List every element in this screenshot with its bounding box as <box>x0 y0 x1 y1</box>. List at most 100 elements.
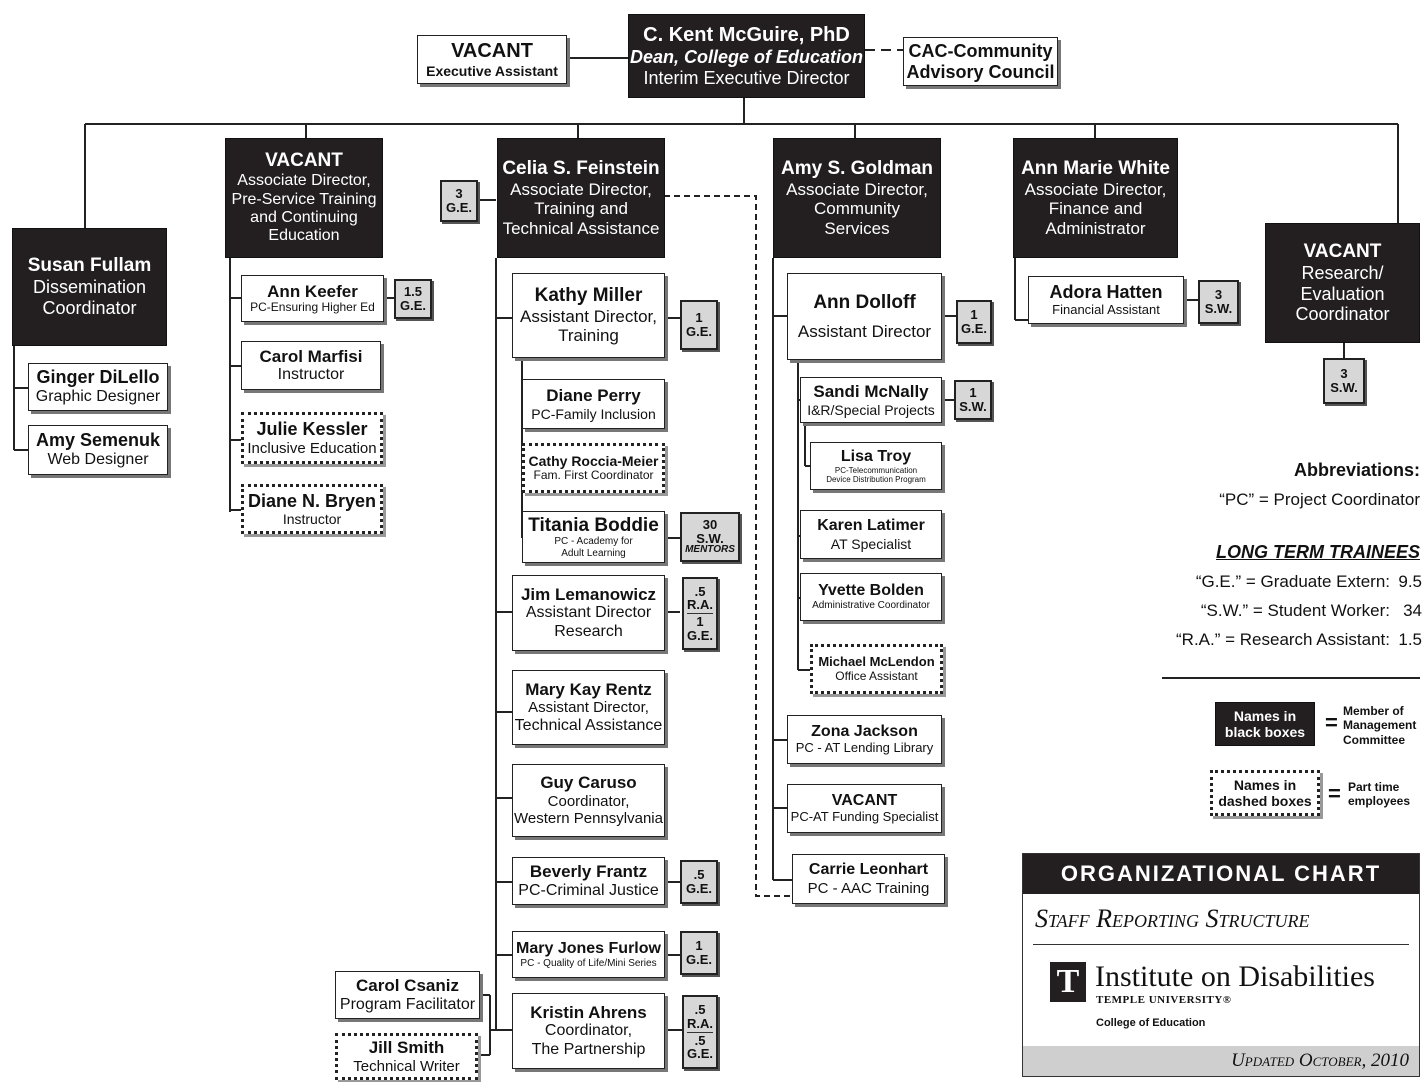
lisa-troy-t1: PC-Telecommunication <box>834 466 918 475</box>
titania-box: Titania Boddie PC - Academy for Adult Le… <box>522 511 665 563</box>
amy-goldman-t1: Associate Director, <box>786 179 928 199</box>
celia-badge-count: 3 <box>455 186 463 202</box>
vacant-research-badge-count: 3 <box>1340 366 1348 382</box>
sandi-badge: 1 S.W. <box>954 380 992 420</box>
trainees-heading: LONG TERM TRAINEES <box>1215 542 1420 562</box>
title-block-college: College of Education <box>1096 1017 1206 1029</box>
celia-t3: Technical Assistance <box>502 218 660 238</box>
ginger-box: Ginger DiLello Graphic Designer <box>28 363 168 411</box>
vacant-at-box: VACANT PC-AT Funding Specialist <box>787 784 942 833</box>
adora-name: Adora Hatten <box>1049 282 1163 303</box>
amy-semenuk-title: Web Designer <box>47 451 149 469</box>
carol-marfisi-title: Instructor <box>277 366 345 384</box>
kathy-miller-box: Kathy Miller Assistant Director, Trainin… <box>512 273 665 358</box>
kathy-miller-badge: 1 G.E. <box>680 300 718 350</box>
kristin-t2: The Partnership <box>531 1040 646 1058</box>
dean-box: C. Kent McGuire, PhD Dean, College of Ed… <box>628 14 865 98</box>
zona-name: Zona Jackson <box>811 722 918 740</box>
vacant-preservice-name: VACANT <box>265 150 343 172</box>
kristin-t1: Coordinator, <box>544 1022 633 1040</box>
kristin-name: Kristin Ahrens <box>530 1002 647 1022</box>
yvette-box: Yvette Bolden Administrative Coordinator <box>800 573 942 621</box>
title-block-subtitle: Staff Reporting Structure <box>1035 904 1310 933</box>
vacant-research-name: VACANT <box>1303 241 1382 263</box>
jim-badge: .5 R.A. 1 G.E. <box>682 577 718 650</box>
ann-white-t1: Associate Director, <box>1024 179 1167 199</box>
titania-badge-type: S.W. <box>696 530 724 546</box>
amy-goldman-t3: Services <box>824 218 890 238</box>
ann-white-t3: Administrator <box>1045 218 1146 238</box>
kristin-badge-ra-count: .5 <box>694 1002 706 1018</box>
exec-assistant-name: VACANT <box>451 39 533 62</box>
michael-title: Office Assistant <box>835 668 918 683</box>
ann-dolloff-badge-count: 1 <box>970 307 978 323</box>
titania-badge-count: 30 <box>702 517 718 533</box>
celia-name: Celia S. Feinstein <box>502 157 660 179</box>
amy-semenuk-box: Amy Semenuk Web Designer <box>28 425 168 475</box>
trainee-label-ra: “R.A.” = Research Assistant: <box>1176 630 1390 649</box>
legend-black-desc: Member of Management Committee <box>1343 704 1417 747</box>
zona-box: Zona Jackson PC - AT Lending Library <box>787 715 942 764</box>
beverly-name: Beverly Frantz <box>529 862 648 882</box>
mary-jones-title: PC - Quality of Life/Mini Series <box>520 957 657 969</box>
cathy-roccia-name: Cathy Roccia-Meier <box>528 453 659 470</box>
beverly-badge-count: .5 <box>693 867 705 883</box>
ginger-name: Ginger DiLello <box>36 367 160 388</box>
amy-goldman-t2: Community <box>814 199 900 219</box>
ann-dolloff-title: Assistant Director <box>797 321 932 341</box>
vacant-research-t2: Evaluation <box>1300 283 1385 304</box>
legend-black-line1: Names in <box>1233 707 1297 724</box>
cac-box: CAC-Community Advisory Council <box>903 37 1058 86</box>
adora-badge-type: S.W. <box>1204 301 1233 316</box>
beverly-title: PC-Criminal Justice <box>518 881 659 899</box>
abbreviations-heading: Abbreviations: <box>1293 460 1420 480</box>
guy-caruso-t2: Western Pennsylvania <box>514 810 663 828</box>
mary-kay-t2: Technical Assistance <box>514 716 663 734</box>
diane-bryen-name: Diane N. Bryen <box>247 490 377 511</box>
guy-caruso-t1: Coordinator, <box>547 793 630 811</box>
diane-perry-name: Diane Perry <box>546 386 641 406</box>
legend-dashed-line2: dashed boxes <box>1218 793 1312 809</box>
trainee-row-sw: “S.W.” = Student Worker: 34 <box>1160 601 1422 630</box>
vacant-research-badge-type: S.W. <box>1330 380 1358 395</box>
mary-jones-badge-count: 1 <box>695 938 703 954</box>
legend-equals-1: = <box>1325 710 1338 735</box>
jim-box: Jim Lemanowicz Assistant Director Resear… <box>512 575 665 651</box>
legend-equals-2: = <box>1328 781 1341 806</box>
vacant-preservice-t1: Associate Director, <box>237 172 371 190</box>
trainee-value-ge: 9.5 <box>1398 572 1422 591</box>
vacant-research-t3: Coordinator <box>1295 304 1390 325</box>
title-block-title: ORGANIZATIONAL CHART <box>1023 854 1419 894</box>
cathy-roccia-box: Cathy Roccia-Meier Fam. First Coordinato… <box>522 443 665 493</box>
ann-dolloff-name: Ann Dolloff <box>813 291 916 313</box>
mary-jones-box: Mary Jones Furlow PC - Quality of Life/M… <box>512 931 665 978</box>
legend-black-line2: black boxes <box>1224 724 1306 740</box>
susan-box: Susan Fullam Dissemination Coordinator <box>12 228 167 346</box>
yvette-name: Yvette Bolden <box>818 582 924 600</box>
vacant-research-box: VACANT Research/ Evaluation Coordinator <box>1265 223 1420 343</box>
sandi-name: Sandi McNally <box>813 382 929 402</box>
adora-badge: 3 S.W. <box>1198 280 1239 324</box>
jim-t2: Research <box>554 622 623 640</box>
vacant-preservice-t3: and Continuing <box>250 208 358 226</box>
celia-badge: 3 G.E. <box>440 180 478 222</box>
jim-badge-ra-count: .5 <box>694 583 706 599</box>
celia-t2: Training and <box>534 199 628 219</box>
jim-name: Jim Lemanowicz <box>520 584 657 604</box>
susan-title-2: Coordinator <box>42 297 137 318</box>
julie-kessler-name: Julie Kessler <box>256 419 368 440</box>
michael-name: Michael McLendon <box>818 653 935 669</box>
carrie-title: PC - AAC Training <box>807 879 930 897</box>
carol-marfisi-name: Carol Marfisi <box>259 346 363 366</box>
titania-badge: 30 S.W. MENTORS <box>680 512 740 562</box>
legend-dashed-desc: Part time employees <box>1348 780 1411 809</box>
sandi-badge-type: S.W. <box>959 399 987 414</box>
zona-title: PC - AT Lending Library <box>795 740 934 756</box>
kathy-miller-name: Kathy Miller <box>534 285 643 307</box>
kristin-badge-ra-type: R.A. <box>687 1015 713 1031</box>
diane-perry-box: Diane Perry PC-Family Inclusion <box>522 379 665 429</box>
guy-caruso-box: Guy Caruso Coordinator, Western Pennsylv… <box>512 764 665 837</box>
titania-name: Titania Boddie <box>528 514 659 536</box>
dean-title: Dean, College of Education <box>629 46 864 67</box>
beverly-badge: .5 G.E. <box>680 860 718 904</box>
